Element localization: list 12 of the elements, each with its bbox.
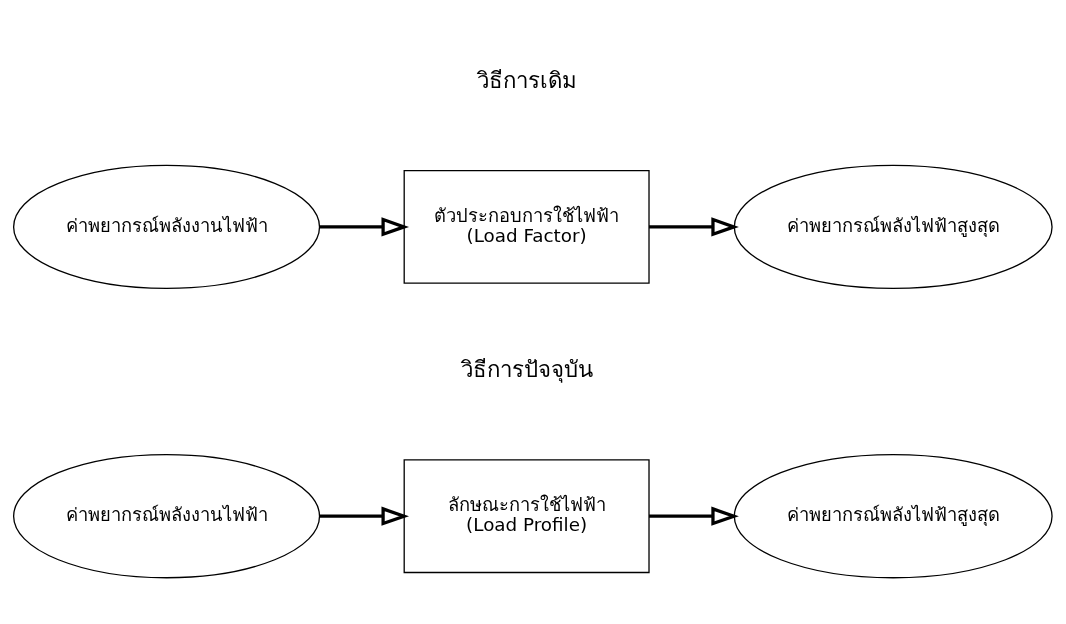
node-ellipse: ค่าพยากรณ์พลังไฟฟ้าสูงสุด: [733, 454, 1053, 579]
arrow: [319, 506, 409, 526]
node-ellipse: ค่าพยากรณ์พลังไฟฟ้าสูงสุด: [733, 164, 1053, 290]
node-ellipse: ค่าพยากรณ์พลังงานไฟฟ้า: [12, 164, 321, 290]
label: วิธีการปัจจุบัน: [460, 355, 593, 382]
arrow: [649, 217, 739, 237]
node-box: ตัวประกอบการใช้ไฟฟ้า (Load Factor): [403, 169, 650, 284]
label: วิธีการเดิม: [476, 66, 577, 93]
arrow: [649, 506, 739, 526]
arrow: [319, 217, 409, 237]
node-box: ลักษณะการใช้ไฟฟ้า (Load Profile): [403, 459, 650, 574]
node-ellipse: ค่าพยากรณ์พลังงานไฟฟ้า: [12, 454, 321, 579]
